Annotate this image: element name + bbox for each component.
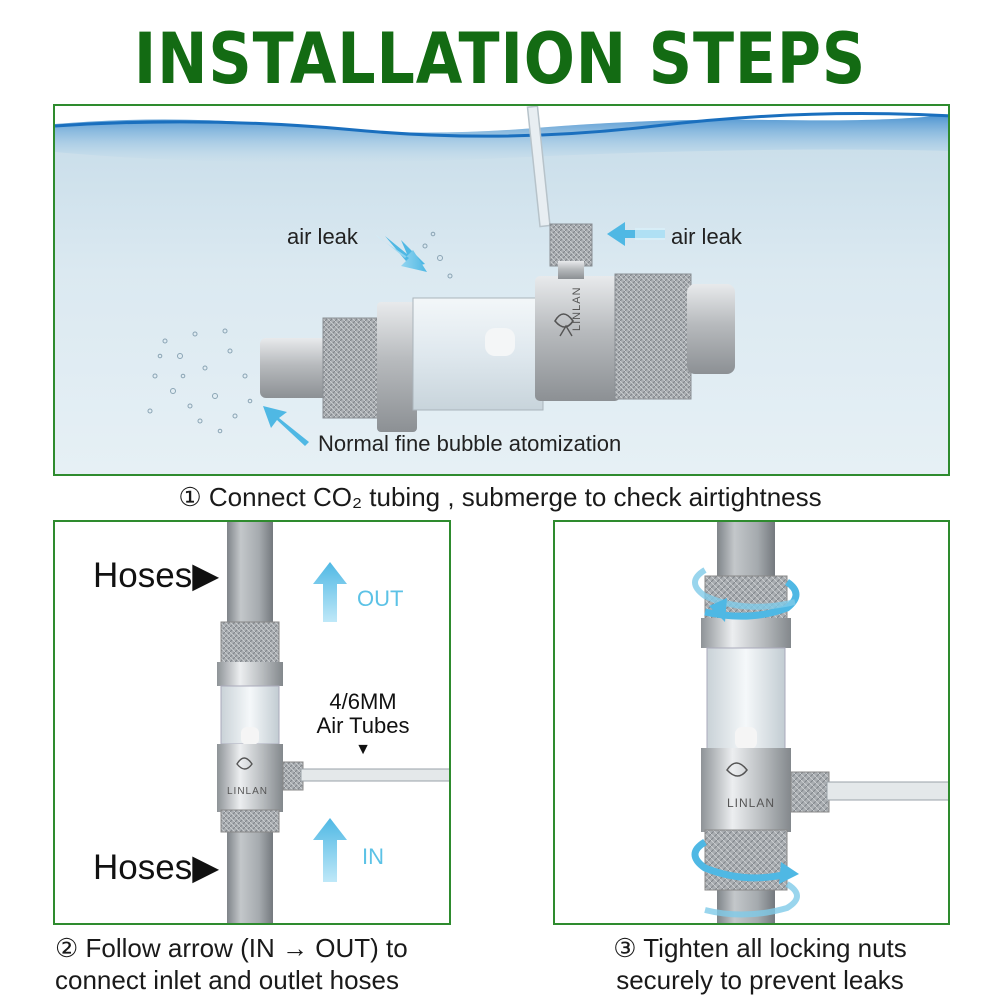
pointer-arrow-icon: [263, 406, 309, 446]
bubble-note: Normal fine bubble atomization: [318, 431, 622, 456]
air-leak-label-right: air leak: [671, 224, 742, 249]
pointer-arrow-icon: [375, 234, 427, 272]
step2-caption-line2: connect inlet and outlet hoses: [55, 965, 400, 995]
brand-logo-icon: [236, 757, 253, 770]
brand-text: LINLAN: [571, 286, 583, 331]
air-tubes-text: Air Tubes: [316, 713, 410, 738]
rotate-arrow-icon: [692, 567, 800, 622]
page-title: INSTALLATION STEPS: [133, 18, 867, 100]
brand-text: LINLAN: [227, 786, 269, 797]
up-arrow-icon: [313, 818, 347, 882]
air-tubes-label: 4/6MM Air Tubes ▼: [311, 690, 415, 762]
up-arrow-icon: [313, 562, 347, 622]
step3-caption-line1: ③ Tighten all locking nuts: [613, 933, 907, 963]
step3-panel: LINLAN: [553, 520, 950, 925]
step2-panel: Hoses▶ Hoses▶ OUT IN 4/6MM Air Tubes ▼ L…: [53, 520, 451, 925]
brand-text: LINLAN: [727, 796, 776, 810]
air-leak-label-left: air leak: [287, 224, 358, 249]
air-tubes-size: 4/6MM: [329, 689, 397, 714]
step3-caption-line2: securely to prevent leaks: [616, 965, 904, 995]
hoses-label-bottom: Hoses▶: [93, 848, 220, 887]
pointer-arrow-icon: [607, 222, 665, 246]
step2-caption-line1: ② Follow arrow (IN → OUT) to: [55, 933, 408, 963]
rotate-arrow-icon: [691, 838, 800, 918]
step1-illustration: [55, 106, 948, 446]
step1-panel: air leak air leak Normal fine bubble ato…: [53, 104, 950, 476]
in-label: IN: [362, 844, 384, 869]
step2-caption: ② Follow arrow (IN → OUT) to connect inl…: [55, 932, 475, 996]
out-label: OUT: [357, 586, 404, 611]
step1-caption: ① Connect CO₂ tubing , submerge to check…: [178, 482, 822, 512]
step3-illustration: [691, 522, 948, 923]
air-tubes-marker: ▼: [355, 741, 371, 758]
brand-logo-icon: [726, 762, 748, 777]
step3-caption: ③ Tighten all locking nuts securely to p…: [540, 932, 980, 996]
step2-illustration: [217, 522, 449, 923]
hoses-label-top: Hoses▶: [93, 556, 220, 595]
brand-logo-icon: [554, 313, 574, 337]
